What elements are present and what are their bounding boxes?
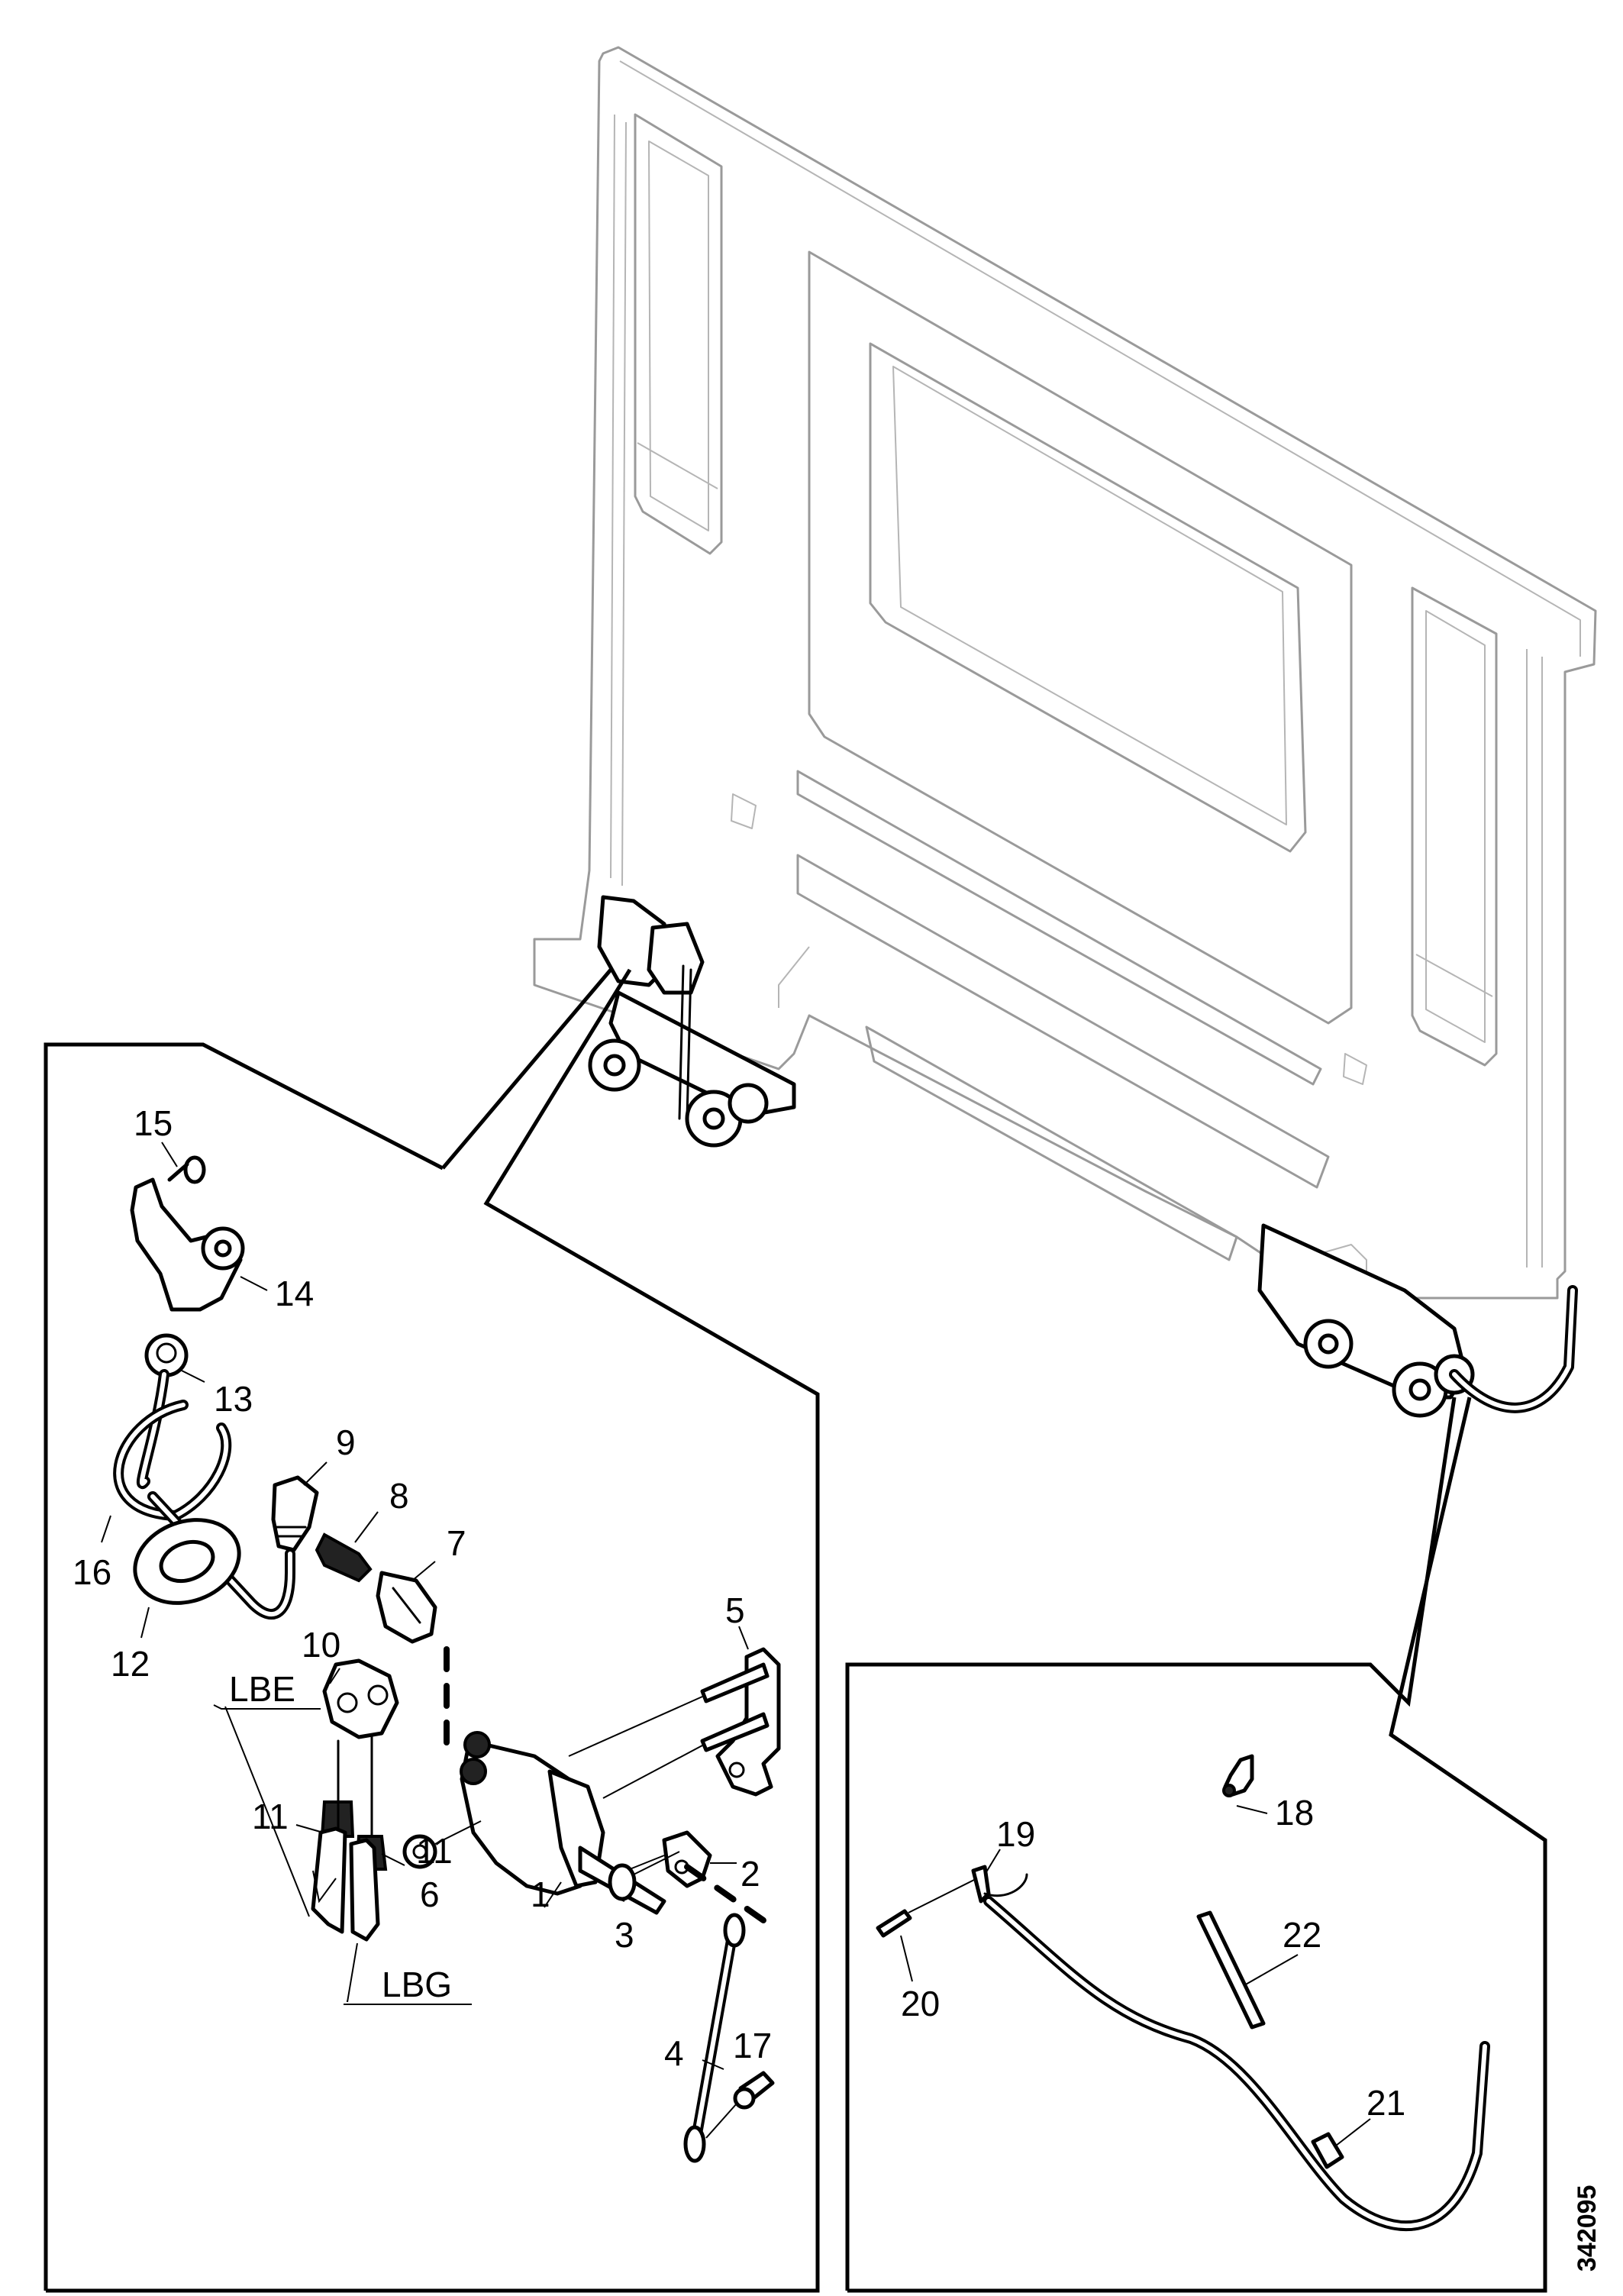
callout-1: 1 — [531, 1875, 550, 1914]
left-inset-frame — [44, 968, 820, 2293]
callout-22: 22 — [1283, 1915, 1321, 1955]
callout-17: 17 — [733, 2026, 772, 2065]
part-17-pin — [705, 2071, 775, 2139]
part-13-grommet — [144, 1333, 189, 1377]
callout-16: 16 — [73, 1552, 111, 1592]
part-3-nut — [608, 1851, 680, 1901]
left-tilt-hinge — [588, 895, 796, 1148]
callout-19: 19 — [996, 1814, 1035, 1854]
right-tilt-hinge — [1257, 1223, 1578, 1418]
part-14-bracket — [130, 1177, 245, 1312]
callout-8: 8 — [389, 1476, 409, 1516]
callout-3: 3 — [615, 1915, 634, 1955]
part-1-lock-cylinder — [460, 1731, 666, 1915]
part-22-strip — [1196, 1910, 1266, 2030]
hose-end-lbe — [311, 1770, 347, 1934]
callout-14: 14 — [275, 1274, 314, 1313]
part-4-rod — [683, 1913, 746, 2163]
right-inset-frame — [845, 1397, 1547, 2293]
part-7-union — [376, 1571, 437, 1644]
callout-11b: 11 — [416, 1831, 453, 1871]
part-21-clamp — [1311, 2132, 1344, 2169]
callout-10: 10 — [302, 1625, 340, 1665]
callout-2: 2 — [741, 1854, 760, 1894]
part-19-hose-bracket — [971, 1865, 1028, 1904]
part-10-junction-block — [322, 1658, 399, 1739]
part-12-grommet — [133, 1518, 241, 1605]
callout-4: 4 — [664, 2033, 684, 2073]
part-6-nut — [402, 1820, 482, 1869]
cab-rear-panel — [533, 46, 1597, 1300]
dashed-connection-2-4 — [684, 1864, 766, 1923]
callout-labels: 15 14 13 9 8 7 16 12 10 11 11 5 2 6 1 3 … — [73, 1103, 1405, 2123]
callout-18: 18 — [1275, 1793, 1314, 1833]
leader-lines — [101, 1142, 1371, 2146]
hose-routing — [983, 1896, 1490, 2232]
label-lbe: LBE — [229, 1669, 295, 1709]
part-16-hose — [113, 1369, 295, 1619]
drawing-number: 342095 — [1573, 2185, 1602, 2272]
part-18-clip — [1222, 1754, 1254, 1797]
callout-20: 20 — [901, 1984, 940, 2023]
part-8-connector — [315, 1532, 373, 1583]
callout-21: 21 — [1366, 2083, 1405, 2123]
label-lbg: LBG — [382, 1965, 452, 2004]
callout-12: 12 — [111, 1644, 150, 1684]
callout-11a: 11 — [252, 1797, 289, 1836]
part-15-bolt — [167, 1155, 206, 1184]
part-2-clevis — [625, 1830, 712, 1888]
callout-15: 15 — [134, 1103, 173, 1143]
hose-end-lbg — [349, 1838, 380, 1942]
part-9-elbow — [271, 1475, 319, 1552]
callout-6: 6 — [420, 1875, 440, 1914]
part-20-pin — [876, 1878, 978, 1938]
callout-7: 7 — [447, 1523, 466, 1563]
callout-13: 13 — [214, 1379, 253, 1419]
callout-5: 5 — [725, 1590, 745, 1630]
callout-9: 9 — [336, 1422, 356, 1462]
part-5-bracket — [568, 1647, 781, 1799]
